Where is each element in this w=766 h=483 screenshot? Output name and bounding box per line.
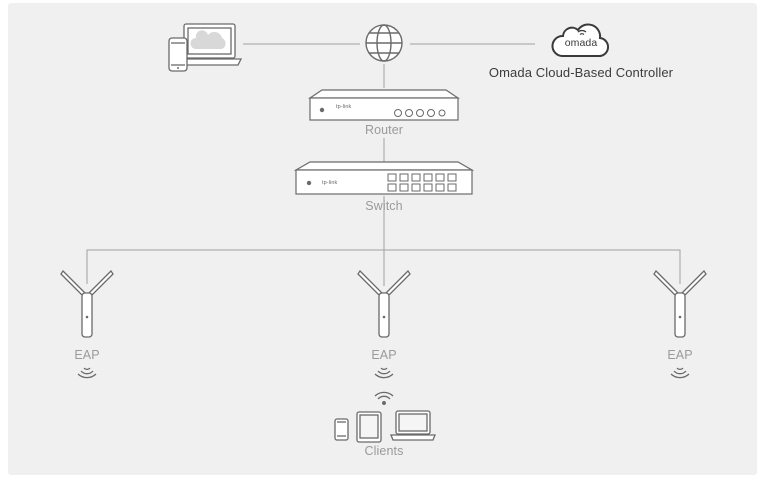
switch-device: [293, 161, 475, 195]
switch-brand-text: tp-link: [322, 180, 338, 186]
phone-icon: [168, 37, 188, 72]
router-device: [308, 89, 460, 121]
omada-cloud-icon: [551, 23, 609, 58]
cloud-wifi-icon: [577, 29, 587, 36]
connection-lines: [86, 43, 681, 286]
client-devices: [334, 410, 436, 443]
clients-label: Clients: [364, 444, 404, 458]
wifi-signal-icon: [374, 367, 394, 379]
management-devices: [168, 23, 243, 72]
eap-label-right: EAP: [667, 348, 693, 362]
network-diagram: tp-link tp-link omada Omada Cloud-Based …: [8, 3, 757, 475]
switch-label: Switch: [365, 199, 403, 213]
tablet-icon: [356, 411, 382, 443]
wifi-signal-icon: [77, 367, 97, 379]
router-label: Router: [364, 123, 404, 137]
cloud-controller-label: Omada Cloud-Based Controller: [488, 65, 674, 80]
router-brand-text: tp-link: [336, 104, 352, 110]
clients-wifi-icon: [374, 391, 394, 405]
link-switch-side-eaps: [86, 249, 681, 284]
laptop-icon: [177, 23, 243, 66]
eap-label-center: EAP: [371, 348, 397, 362]
globe-icon: [365, 24, 403, 62]
phone-icon: [334, 418, 349, 441]
wifi-signal-icon: [670, 367, 690, 379]
eap-label-left: EAP: [74, 348, 100, 362]
omada-logo-text: omada: [564, 37, 598, 49]
laptop-icon: [390, 410, 436, 441]
